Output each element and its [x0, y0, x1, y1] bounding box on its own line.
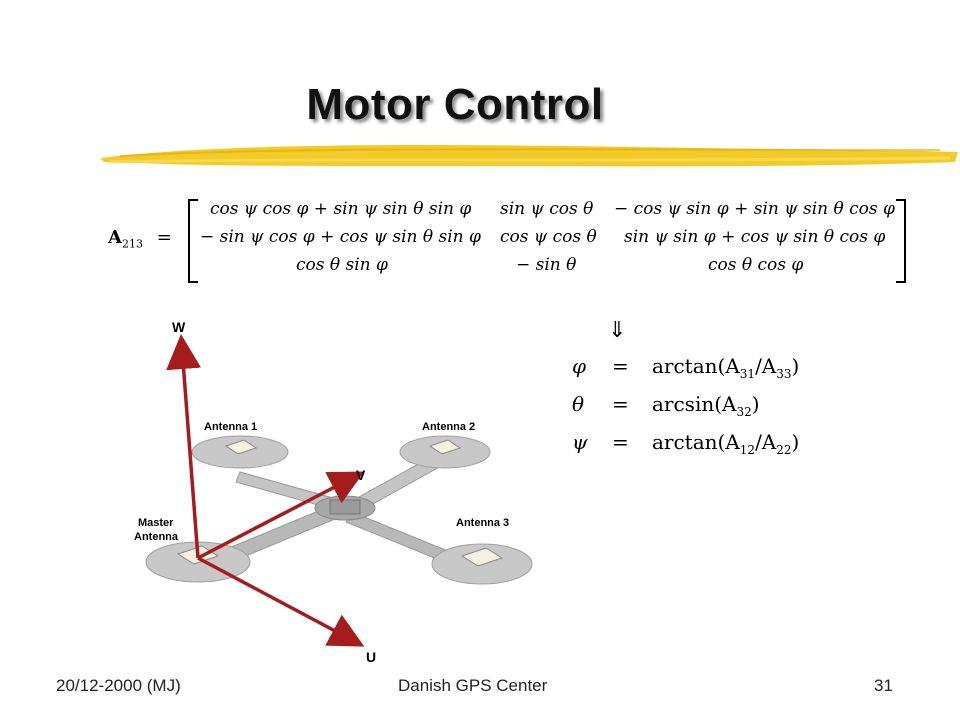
matrix-cell-33: cos θ cos φ	[708, 255, 804, 275]
matrix-cell-21: − sin ψ cos φ + cos ψ sin θ sin φ	[200, 227, 481, 247]
master-antenna-label-2: Antenna	[134, 531, 179, 543]
euler-angle-equations: ⇓ φ = arctan(A31/A33) θ = arcsin(A32) ψ …	[568, 318, 868, 468]
u-axis-label: U	[366, 649, 376, 662]
matrix-cell-12: sin ψ cos θ	[500, 199, 594, 219]
w-axis-label: W	[172, 319, 186, 335]
antenna-platform-diagram: W V U Antenna 1 Antenna 2 Antenna 3 Mast…	[134, 319, 533, 662]
antenna-3-disc	[431, 543, 533, 585]
antenna-3-label: Antenna 3	[456, 517, 509, 529]
matrix-cell-22: cos ψ cos θ	[500, 227, 597, 247]
equation-phi: φ = arctan(A31/A33)	[572, 354, 800, 381]
matrix-cell-31: cos θ sin φ	[296, 255, 388, 275]
master-antenna-label-1: Master	[138, 517, 174, 529]
footer-date: 20/12-2000 (MJ)	[56, 676, 181, 695]
matrix-cell-13: − cos ψ sin φ + sin ψ sin θ cos φ	[614, 199, 895, 219]
matrix-cell-32: − sin θ	[516, 255, 577, 275]
v-axis-label: V	[356, 467, 366, 483]
v-axis-arrow	[197, 471, 365, 560]
antenna-2-disc	[399, 435, 491, 469]
u-axis-arrow	[197, 556, 365, 647]
rotation-matrix: A213 = cos ψ cos φ + sin ψ sin θ sin φ s…	[108, 195, 908, 285]
matrix-cell-23: sin ψ sin φ + cos ψ sin θ cos φ	[624, 227, 886, 247]
footer-center: Danish GPS Center	[398, 676, 548, 695]
antenna-2-label: Antenna 2	[422, 421, 475, 433]
left-bracket	[188, 199, 198, 283]
implies-arrow: ⇓	[608, 318, 627, 343]
equation-psi: ψ = arctan(A12/A22)	[572, 430, 800, 457]
slide-title: Motor Control	[306, 80, 604, 129]
page-number: 31	[874, 676, 893, 695]
equation-theta: θ = arcsin(A32)	[572, 392, 760, 419]
antenna-1-disc	[191, 435, 289, 469]
right-bracket	[896, 199, 906, 283]
w-axis-arrow	[166, 334, 202, 559]
antenna-1-label: Antenna 1	[204, 421, 257, 433]
matrix-label: A213 =	[108, 227, 172, 251]
matrix-cell-11: cos ψ cos φ + sin ψ sin θ sin φ	[210, 199, 472, 219]
